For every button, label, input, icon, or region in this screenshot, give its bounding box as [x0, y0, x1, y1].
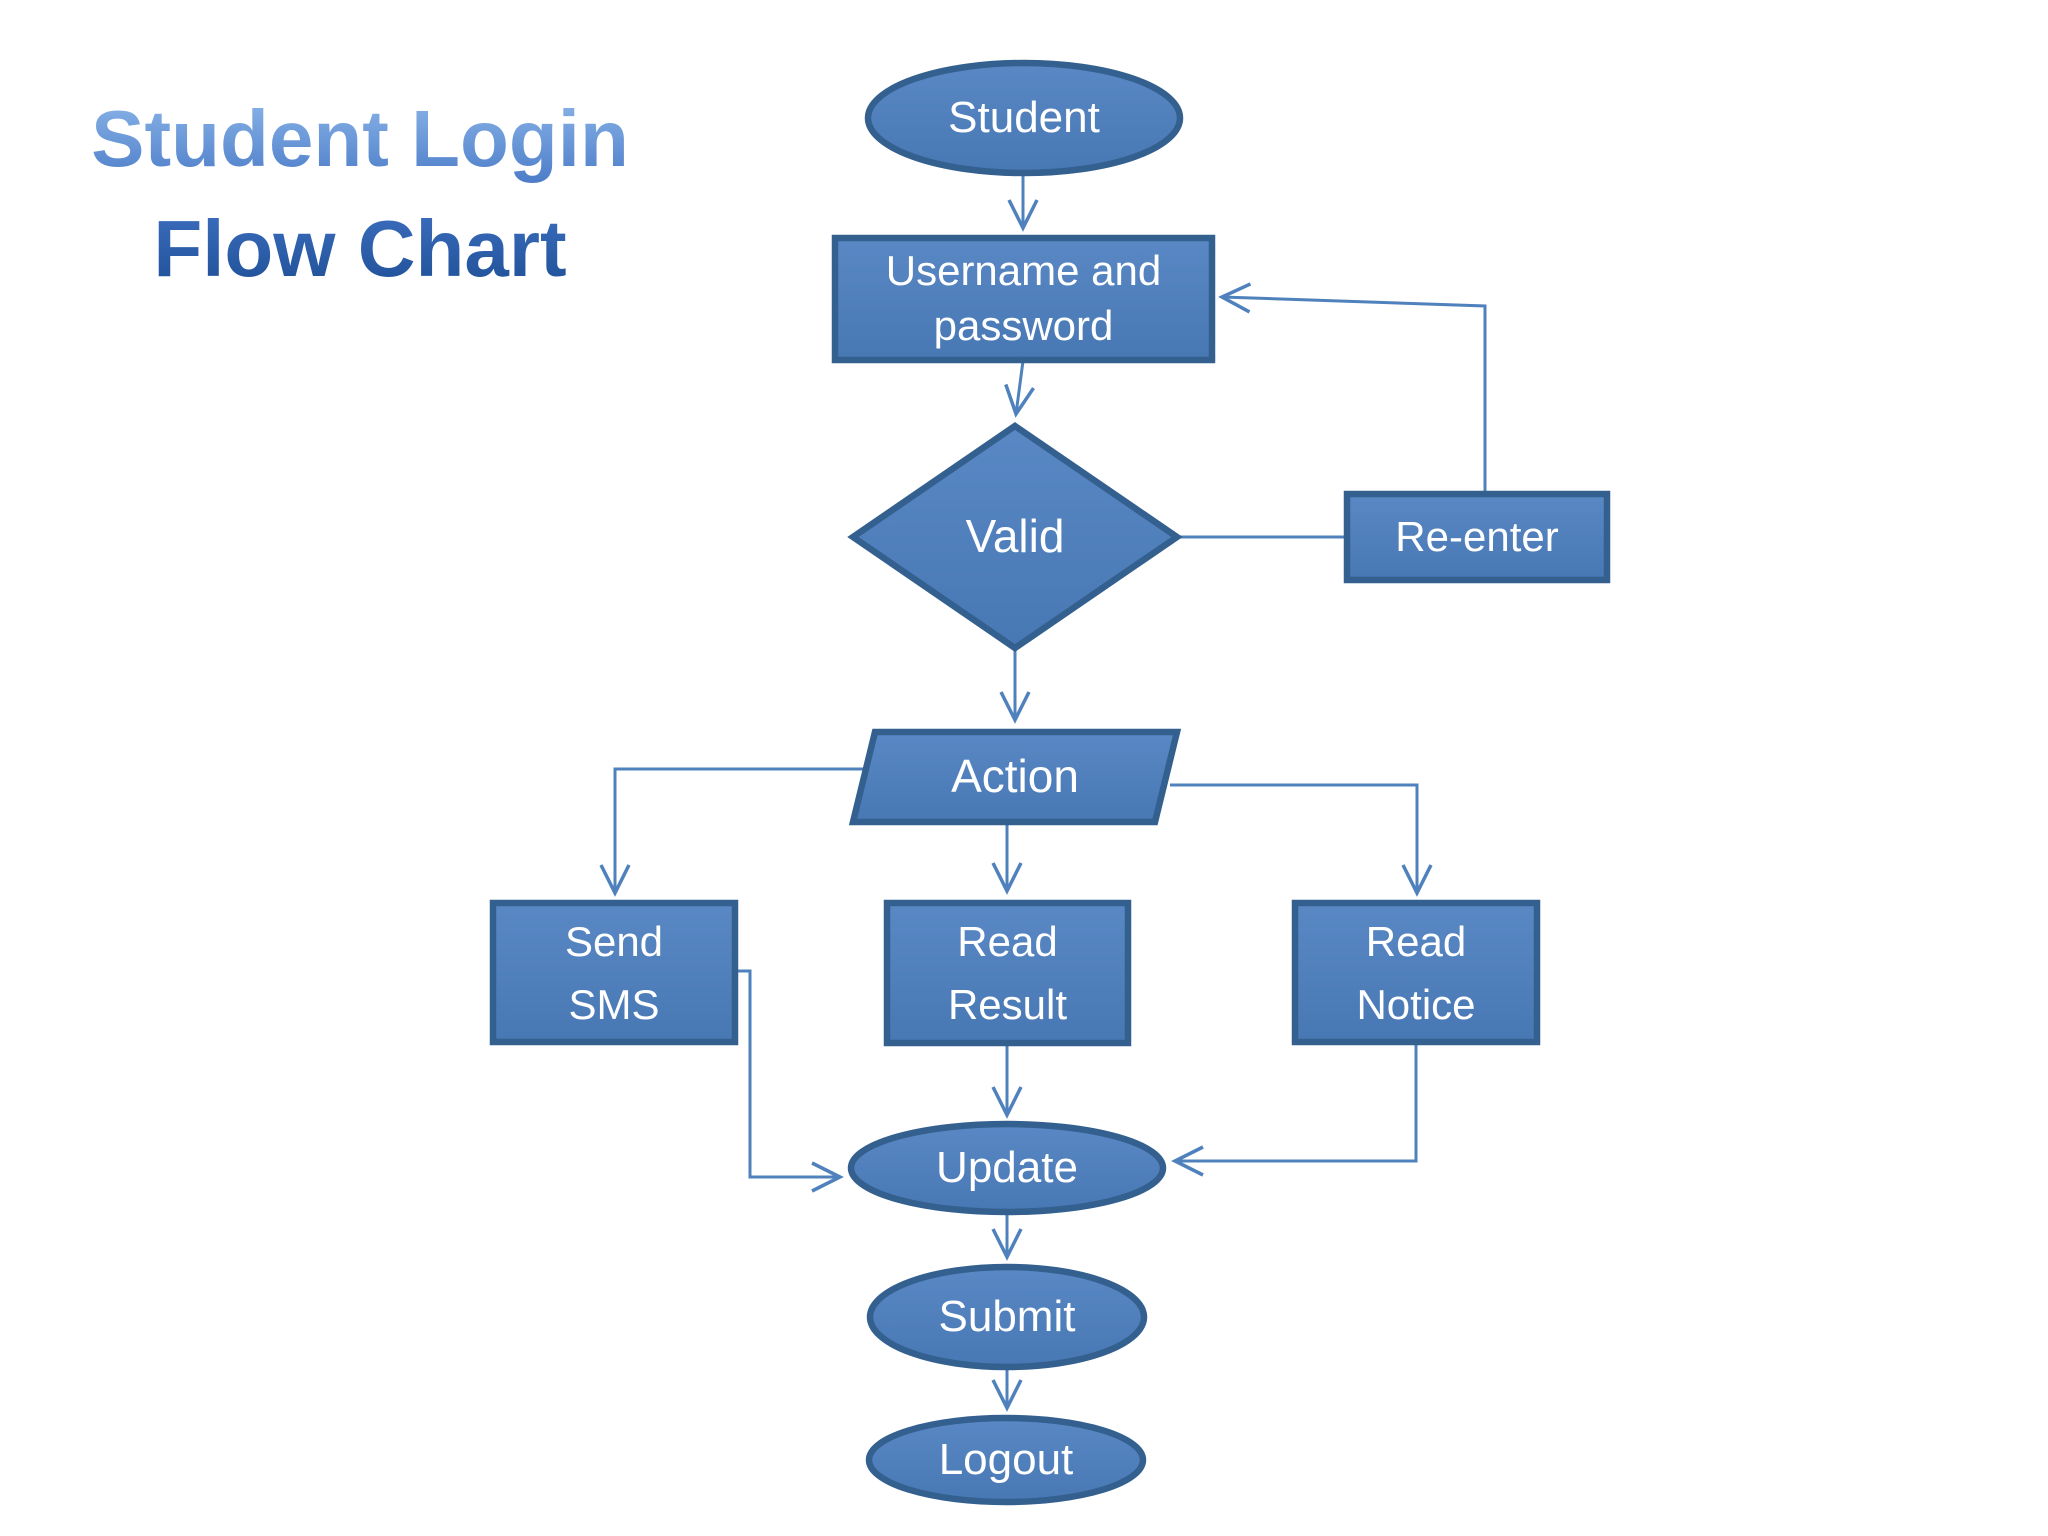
- node-update-shape: [847, 1120, 1167, 1216]
- page-title: Student Login Flow Chart: [50, 84, 670, 304]
- node-send-sms-shape: [489, 899, 739, 1046]
- node-username-shape: [831, 234, 1216, 364]
- edge-action-read-notice: [1170, 783, 1433, 897]
- node-read-result-shape: [883, 899, 1132, 1047]
- edge-reenter-username: [1218, 282, 1487, 493]
- node-logout-shape: [865, 1414, 1147, 1506]
- nodes-group: [489, 59, 1611, 1506]
- node-submit-shape: [866, 1263, 1148, 1371]
- edge-username-valid: [1004, 360, 1035, 418]
- node-reenter-shape: [1343, 490, 1611, 584]
- node-student-shape: [864, 59, 1184, 177]
- node-valid-diamond-shape: [847, 422, 1183, 652]
- edge-send-sms-update: [735, 969, 844, 1193]
- edge-read-notice-update: [1171, 1043, 1418, 1177]
- node-read-notice-shape: [1291, 899, 1541, 1046]
- edge-action-send-sms: [599, 767, 866, 897]
- node-action-parallelogram-shape: [848, 728, 1182, 826]
- edges-group: [599, 173, 1487, 1412]
